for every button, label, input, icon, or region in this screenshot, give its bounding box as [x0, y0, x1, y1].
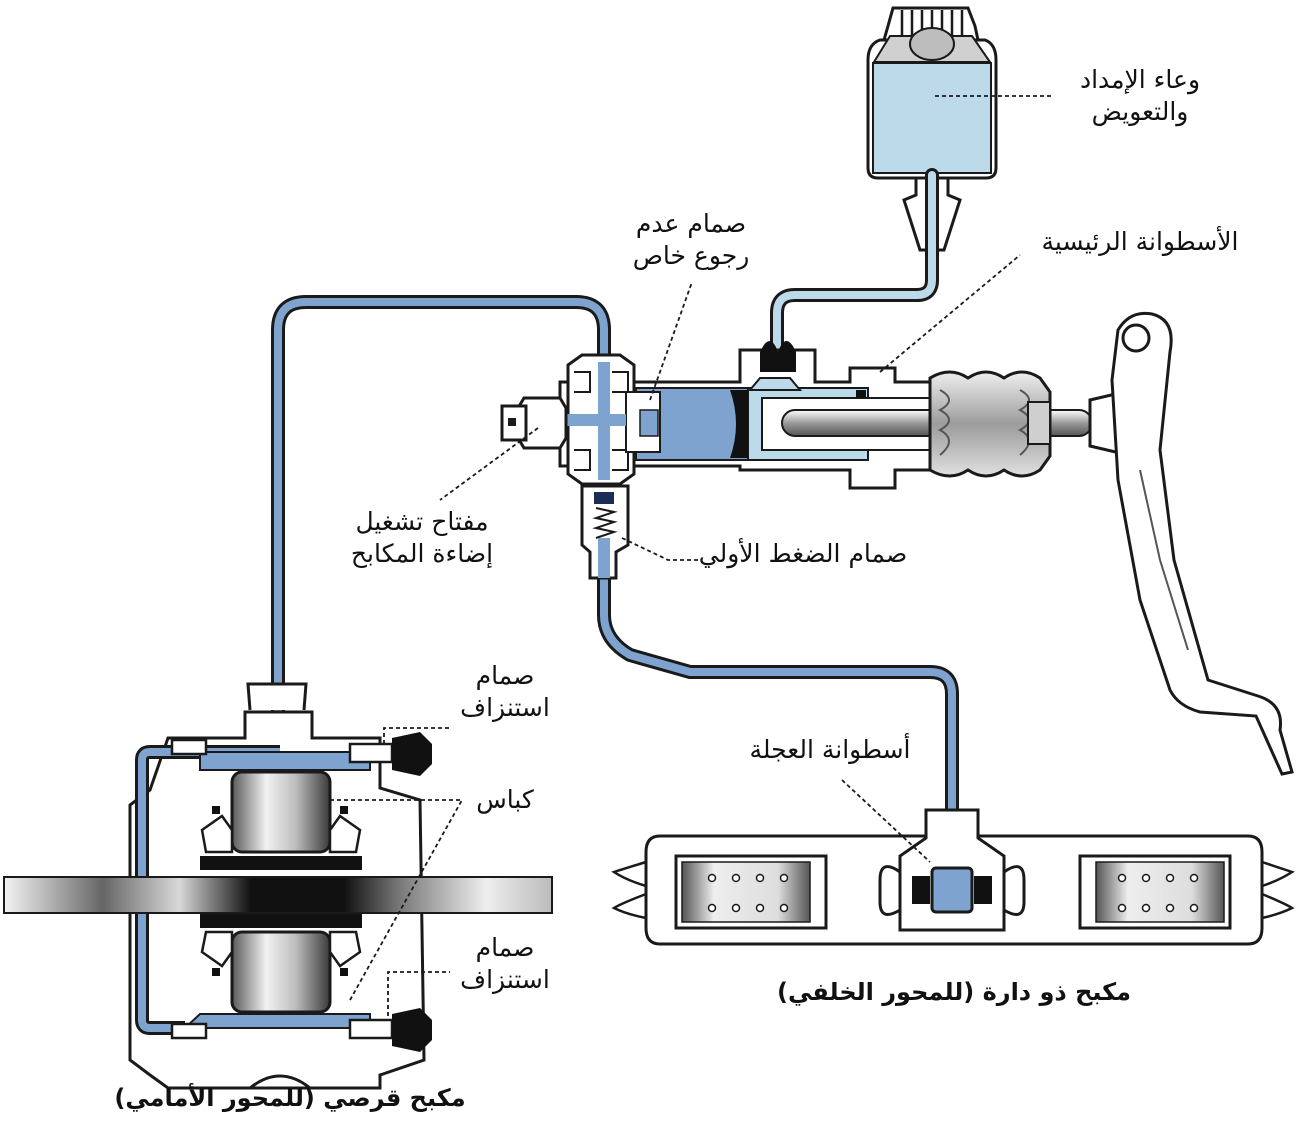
left-brake-lining [681, 861, 811, 923]
brake-pedal [1110, 311, 1294, 776]
rear-brake-line [597, 553, 959, 877]
master-cylinder-seal [730, 390, 748, 458]
drum-brake [611, 808, 1295, 946]
master-cylinder [558, 341, 1150, 490]
disc-brake [3, 682, 553, 1090]
reservoir-label: وعاء الإمداد والتعويض [1079, 65, 1201, 126]
bleed-nipple-inlet [246, 682, 308, 711]
reservoir [866, 6, 998, 252]
reservoir-fluid [872, 62, 992, 174]
right-dust-cap [1002, 865, 1026, 916]
brake-lines [271, 168, 959, 877]
piston-leader-2 [349, 799, 463, 1001]
bleed-valve-top-label: صمام استنزاف [460, 661, 550, 722]
residual-valve-leader [621, 537, 700, 561]
piston-label: كباس [476, 785, 534, 814]
lower-bleed-valve [348, 1008, 432, 1052]
leader-lines [330, 95, 1052, 1016]
wheel-cylinder-fluid [930, 866, 974, 914]
inlet-port [747, 377, 803, 391]
bleed-valve-bottom-label: صمام استنزاف [460, 933, 550, 994]
switch-leader [439, 427, 539, 501]
residual-pressure-valve-label: صمام الضغط الأولي [698, 539, 908, 568]
brake-light-switch [500, 396, 568, 450]
dust-boot [928, 370, 1052, 478]
reservoir-float [909, 27, 955, 61]
bleed-top-leader [383, 727, 450, 744]
upper-piston [230, 770, 332, 854]
master-cylinder-leader [879, 254, 1021, 373]
lower-brake-pad [200, 914, 362, 928]
upper-brake-pad [200, 856, 362, 870]
pedal-pivot [1121, 323, 1151, 353]
disc-brake-caption: مكبح قرصي (للمحور الأمامي) [114, 1084, 466, 1112]
caliper-bolts [170, 738, 208, 1040]
left-dust-cap [878, 865, 902, 916]
master-cylinder-label: الأسطوانة الرئيسية [1041, 227, 1239, 256]
bleed-bottom-leader [387, 971, 450, 1016]
wheel-cylinder-label: أسطوانة العجلة [749, 735, 911, 764]
pedal-arm [1110, 311, 1294, 776]
wheel-cylinder-leader [841, 779, 931, 863]
residual-pressure-valve-housing [580, 484, 630, 580]
right-brake-lining [1095, 861, 1225, 923]
reservoir-grommet [760, 341, 796, 372]
brake-light-switch-label: مفتاح تشغيل إضاءة المكابح [350, 507, 494, 568]
lower-piston [230, 930, 332, 1014]
drum-brake-caption: مكبح ذو دارة (للمحور الخلفي) [777, 978, 1131, 1006]
check-valve-label: صمام عدم رجوع خاص [632, 209, 750, 270]
brake-disc [3, 876, 553, 914]
upper-bleed-valve [348, 732, 432, 776]
